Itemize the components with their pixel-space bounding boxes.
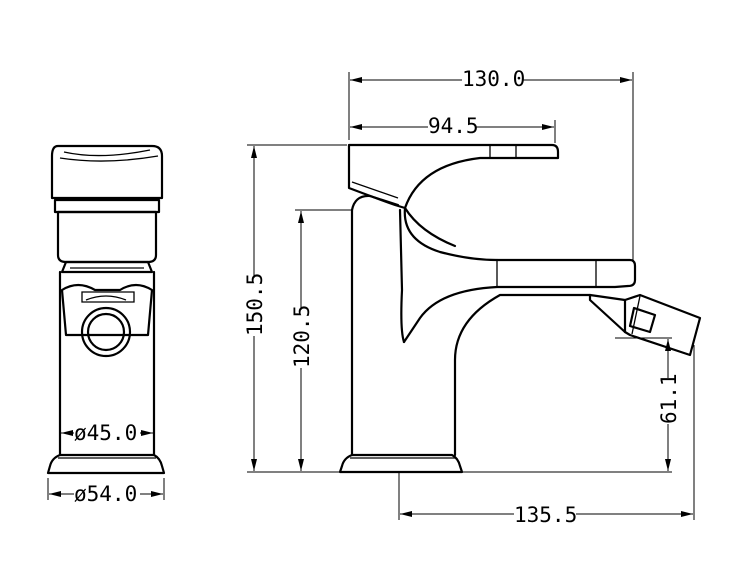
front-view	[46, 144, 166, 475]
label-total-height: 150.5	[243, 273, 267, 336]
front-nozzle-housing	[60, 283, 154, 337]
label-nozzle-reach: 135.5	[514, 503, 577, 527]
side-body	[350, 208, 592, 457]
label-total-length: 130.0	[462, 67, 525, 91]
dimension-labels: 130.0 94.5 150.5 120.5 61.1 135.5 ø45.0 …	[74, 66, 681, 527]
front-body-upper	[56, 210, 158, 264]
label-lever-length: 94.5	[428, 114, 479, 138]
side-spout	[402, 258, 637, 344]
label-body-diameter: ø45.0	[74, 421, 137, 445]
label-body-height: 120.5	[290, 305, 314, 368]
side-view	[338, 143, 702, 474]
front-lever-top	[50, 144, 164, 200]
front-nozzle-inner	[86, 312, 126, 352]
side-nozzle	[588, 293, 627, 334]
front-lever-band	[53, 198, 161, 214]
dimension-lines	[47, 72, 695, 520]
front-body-column	[58, 270, 156, 457]
front-nozzle-outer	[80, 306, 132, 358]
label-nozzle-height: 61.1	[657, 373, 681, 424]
front-base	[46, 453, 166, 475]
label-base-diameter: ø54.0	[74, 482, 137, 506]
